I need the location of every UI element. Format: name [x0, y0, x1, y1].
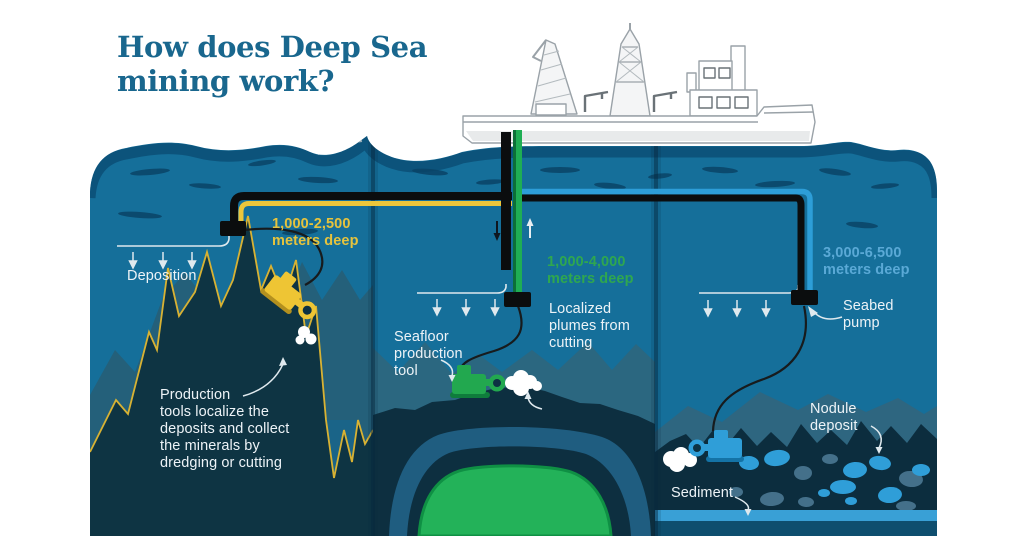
riser-pipe-right	[522, 188, 818, 305]
deposition-arrows	[128, 252, 197, 270]
nodules-gray	[729, 454, 923, 511]
panel-crease-1-core	[371, 140, 375, 536]
pipe-connector-center	[504, 292, 531, 307]
deposition-bracket-middle	[417, 284, 507, 294]
production-tools-note: Production tools localize the deposits a…	[160, 387, 290, 471]
deposition-bracket	[117, 234, 230, 247]
nodule-collector-icon	[688, 430, 744, 462]
localized-plumes-label: Localized plumes from cutting	[549, 301, 630, 351]
cable-middle	[458, 305, 523, 372]
depth-range-middle-label: 1,000-4,000 meters deep	[547, 254, 634, 287]
plume-cloud-left	[295, 326, 317, 345]
sediment-band	[655, 510, 937, 521]
depth-range-left-label: 1,000-2,500 meters deep	[272, 216, 359, 249]
seafloor-production-tool-icon	[450, 365, 506, 398]
riser-pipe-left	[220, 192, 512, 236]
sediment-pointer-arrow	[734, 496, 752, 516]
bottom-band	[655, 521, 937, 536]
seafloor-tool-label: Seafloor production tool	[394, 329, 463, 379]
pipe-connector-left	[220, 221, 246, 236]
pipe-connector-right	[791, 290, 818, 305]
front-mountains-left	[90, 216, 373, 536]
ship-bridge	[686, 45, 758, 117]
ocean-interior	[90, 140, 937, 536]
deposition-arrows-middle	[432, 299, 500, 317]
cable-left	[244, 227, 324, 286]
tool-pointer-arrow	[440, 359, 456, 382]
ship-hull	[462, 104, 816, 144]
nodule-deposit-label: Nodule deposit	[810, 401, 858, 434]
valley-wedge	[326, 420, 358, 478]
flow-down-arrow-icon	[493, 221, 501, 241]
nodules-blue	[739, 449, 930, 505]
note-pointer-arrow	[242, 357, 287, 397]
nodule-pointer-arrow	[870, 425, 883, 454]
green-deposit	[417, 464, 613, 536]
page-title: How does Deep Sea mining work?	[117, 30, 428, 98]
depth-range-right-label: 3,000-6,500 meters deep	[823, 245, 910, 278]
panel-seafloor-production	[373, 284, 655, 536]
ship-derrick-icon	[609, 23, 651, 117]
flow-up-arrow-icon	[526, 218, 534, 238]
ship-illustration	[462, 23, 816, 144]
ship-davits	[583, 90, 678, 112]
sediment-label: Sediment	[671, 485, 734, 501]
seabed-pump-label: Seabed pump	[843, 298, 894, 331]
panel-dredging	[90, 215, 373, 536]
panel-crease-2	[651, 140, 661, 536]
dredging-machine-icon	[260, 271, 317, 320]
panel-crease-2-core	[654, 140, 658, 536]
plume-cloud-middle	[505, 370, 542, 396]
plume-pointer-arrow	[524, 391, 543, 410]
ship-crane-icon	[530, 39, 578, 116]
deposition-arrows-right	[703, 300, 771, 318]
deposition-label: Deposition	[127, 268, 197, 284]
panel-nodule-collection	[655, 285, 937, 536]
plume-cloud-right	[663, 447, 697, 472]
panel-crease-1	[368, 140, 378, 536]
cable-right	[711, 305, 807, 432]
riser-pipe-center	[501, 130, 531, 307]
pump-pointer-arrow	[808, 306, 843, 320]
